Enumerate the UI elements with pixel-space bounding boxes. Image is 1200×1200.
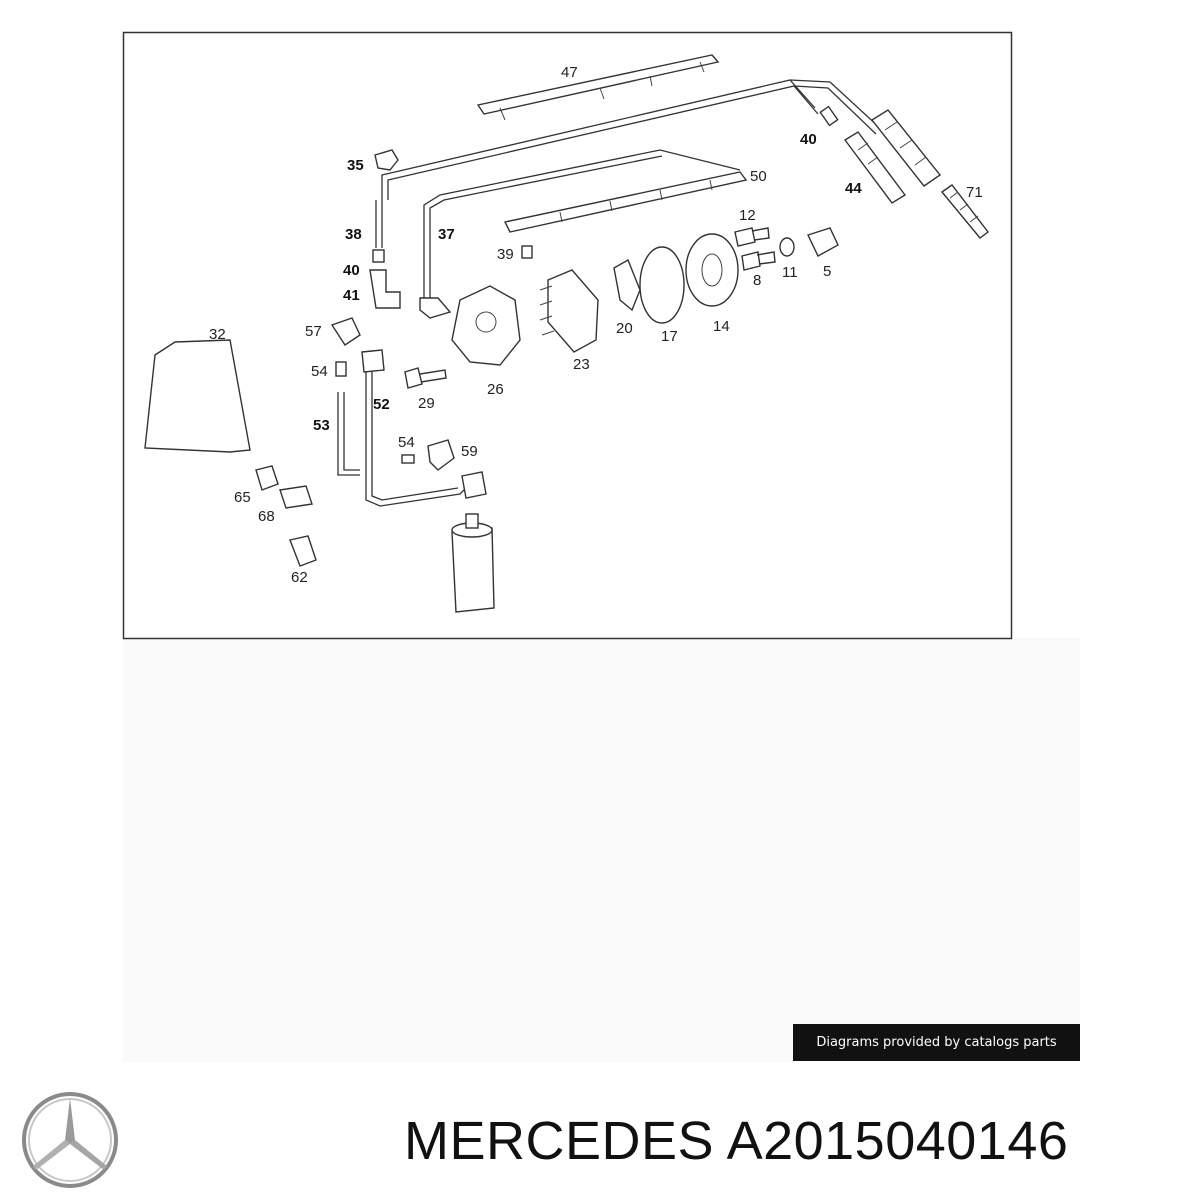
exploded-parts-diagram: 47 40 44 71 35 50 38 37 39 12 40 41 8 11… xyxy=(122,31,1013,640)
part-12-bolt xyxy=(734,227,770,247)
part-41-elbow xyxy=(369,269,401,309)
part-39-nut xyxy=(521,245,533,259)
part-8-bolt xyxy=(741,251,776,271)
part-65-clip xyxy=(255,465,279,491)
callout-35: 35 xyxy=(347,157,364,174)
part-52-boot xyxy=(361,349,385,373)
callout-52: 52 xyxy=(373,396,390,413)
part-17-seal-ring xyxy=(639,246,685,324)
part-29-bolt xyxy=(404,367,447,389)
part-26-distributor-housing xyxy=(451,285,521,366)
callout-57: 57 xyxy=(305,323,322,340)
mercedes-star-icon xyxy=(22,1092,118,1188)
callout-68: 68 xyxy=(258,508,275,525)
part-57-boot xyxy=(330,317,361,346)
callout-62: 62 xyxy=(291,569,308,586)
callout-54-lower: 54 xyxy=(398,434,415,451)
part-14-rotor-disc xyxy=(685,233,739,307)
part-37-boot xyxy=(419,297,452,319)
callout-37: 37 xyxy=(438,226,455,243)
callout-12: 12 xyxy=(739,207,756,224)
part-40-small-sleeve xyxy=(372,249,385,263)
part-47-rail xyxy=(476,54,720,121)
part-5-bracket xyxy=(807,227,839,257)
part-44-plug-connector xyxy=(843,131,907,204)
callout-53: 53 xyxy=(313,417,330,434)
callout-20: 20 xyxy=(616,320,633,337)
part-32-cover xyxy=(144,339,251,453)
callout-39: 39 xyxy=(497,246,514,263)
callout-47: 47 xyxy=(561,64,578,81)
attribution-banner: Diagrams provided by catalogs parts xyxy=(793,1024,1080,1061)
callout-41: 41 xyxy=(343,287,360,304)
part-59-elbow xyxy=(427,439,455,471)
part-54-sleeve xyxy=(335,361,347,377)
part-40-connector xyxy=(819,105,839,127)
callout-40-top: 40 xyxy=(800,131,817,148)
part-54-sleeve-2 xyxy=(401,454,415,464)
callout-26: 26 xyxy=(487,381,504,398)
callout-54-upper: 54 xyxy=(311,363,328,380)
callout-59: 59 xyxy=(461,443,478,460)
callout-29: 29 xyxy=(418,395,435,412)
part-71-spark-plug xyxy=(940,184,989,239)
part-number-title: MERCEDES A2015040146 xyxy=(404,1111,1069,1171)
callout-50: 50 xyxy=(750,168,767,185)
callout-32: 32 xyxy=(209,326,226,343)
part-23-distributor-cap xyxy=(539,269,599,353)
part-50-rail xyxy=(503,171,748,233)
callout-40-left: 40 xyxy=(343,262,360,279)
callout-44: 44 xyxy=(845,180,862,197)
callout-23: 23 xyxy=(573,356,590,373)
callout-14: 14 xyxy=(713,318,730,335)
part-62-bracket xyxy=(289,535,317,567)
callout-65: 65 xyxy=(234,489,251,506)
callout-8: 8 xyxy=(753,272,761,289)
callout-38: 38 xyxy=(345,226,362,243)
callout-17: 17 xyxy=(661,328,678,345)
part-coil-boot xyxy=(461,471,487,499)
part-20-rotor xyxy=(613,258,641,312)
callout-71: 71 xyxy=(966,184,983,201)
part-68-clamp xyxy=(279,485,313,509)
diagram-shadow-area xyxy=(122,638,1080,1062)
part-11-washer xyxy=(779,237,795,257)
callout-5: 5 xyxy=(823,263,831,280)
part-boot-long xyxy=(870,109,942,187)
callout-11: 11 xyxy=(782,264,798,281)
part-35-clip xyxy=(374,149,399,171)
part-ignition-coil xyxy=(451,513,495,613)
